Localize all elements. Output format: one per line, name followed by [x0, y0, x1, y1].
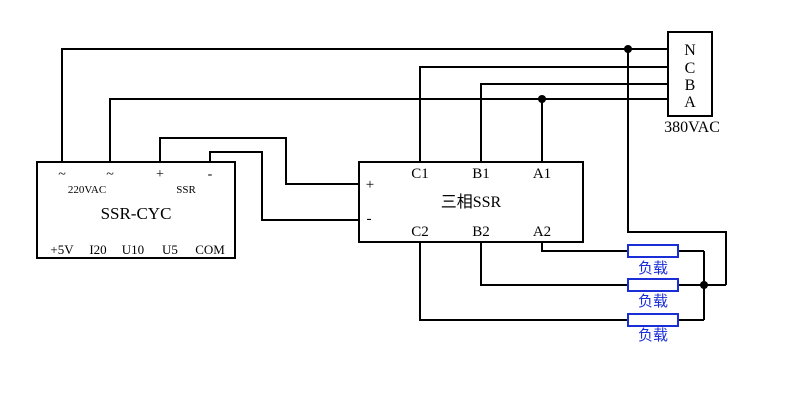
source-phase-label: A [684, 94, 696, 111]
wire-n-to-ssrcyc [61, 48, 668, 162]
junction-dot [538, 95, 546, 103]
terminal-ac-symbol: ~ [58, 167, 66, 182]
ssr-output-label: SSR [176, 184, 196, 196]
ssr-cyc-box [36, 161, 236, 259]
wire-n-return [627, 49, 727, 285]
terminal-label: COM [195, 242, 225, 257]
loads: 负载 负载 负载 [627, 244, 679, 344]
load-resistor: 负载 [627, 313, 679, 344]
junction-dot [624, 45, 632, 53]
load-resistor: 负载 [627, 244, 679, 277]
load-label: 负载 [638, 293, 668, 310]
terminal-label: B2 [472, 224, 490, 240]
load-resistor-symbol [627, 244, 679, 258]
terminal-ac-symbol: ~ [106, 167, 114, 182]
load-resistor: 负载 [627, 278, 679, 310]
wire-ssr-plus [159, 137, 359, 185]
terminal-label: A2 [533, 224, 551, 240]
three-phase-ssr-box [358, 161, 584, 243]
terminal-plus-symbol: + [156, 167, 164, 182]
load-label: 负载 [638, 327, 668, 344]
junction-dot [700, 281, 708, 289]
source-box [667, 31, 713, 117]
ssr-cyc-module: ~ ~ + - 220VAC SSR SSR-CYC +5V I20 U10 U… [36, 161, 236, 259]
wire-a-to-ssrcyc [109, 98, 668, 162]
wire-c2-load3 [419, 242, 628, 321]
wire-b2-load2 [480, 242, 628, 286]
three-phase-ssr-module: + - C1 B1 A1 三相SSR C2 B2 A2 [358, 161, 584, 243]
terminal-label: B1 [472, 166, 490, 182]
wire-b-to-b1 [480, 83, 668, 162]
load-label: 负载 [638, 260, 668, 277]
terminal-label: I20 [89, 242, 106, 257]
terminal-label: +5V [50, 242, 74, 257]
input-minus-label: - [367, 211, 372, 227]
load-resistor-symbol [627, 313, 679, 327]
module-title: 三相SSR [441, 193, 502, 211]
terminal-label: A1 [533, 166, 551, 182]
terminal-label: C1 [411, 166, 429, 182]
source-voltage-label: 380VAC [664, 119, 720, 136]
module-title: SSR-CYC [101, 204, 172, 223]
source-phase-label: C [685, 60, 696, 77]
input-plus-label: + [366, 177, 374, 193]
wire-c-to-c1 [419, 66, 668, 162]
terminal-label: C2 [411, 224, 429, 240]
junctions [538, 45, 708, 289]
wire-a2-load1 [541, 242, 628, 252]
power-input-label: 220VAC [68, 184, 106, 196]
terminal-label: U10 [122, 242, 144, 257]
source-phase-label: N [684, 42, 696, 59]
wire-ssr-minus [209, 151, 359, 221]
power-source: N C B A 380VAC [664, 31, 720, 136]
terminal-minus-symbol: - [208, 167, 213, 182]
source-phase-label: B [685, 77, 696, 94]
load-resistor-symbol [627, 278, 679, 292]
terminal-label: U5 [162, 242, 178, 257]
